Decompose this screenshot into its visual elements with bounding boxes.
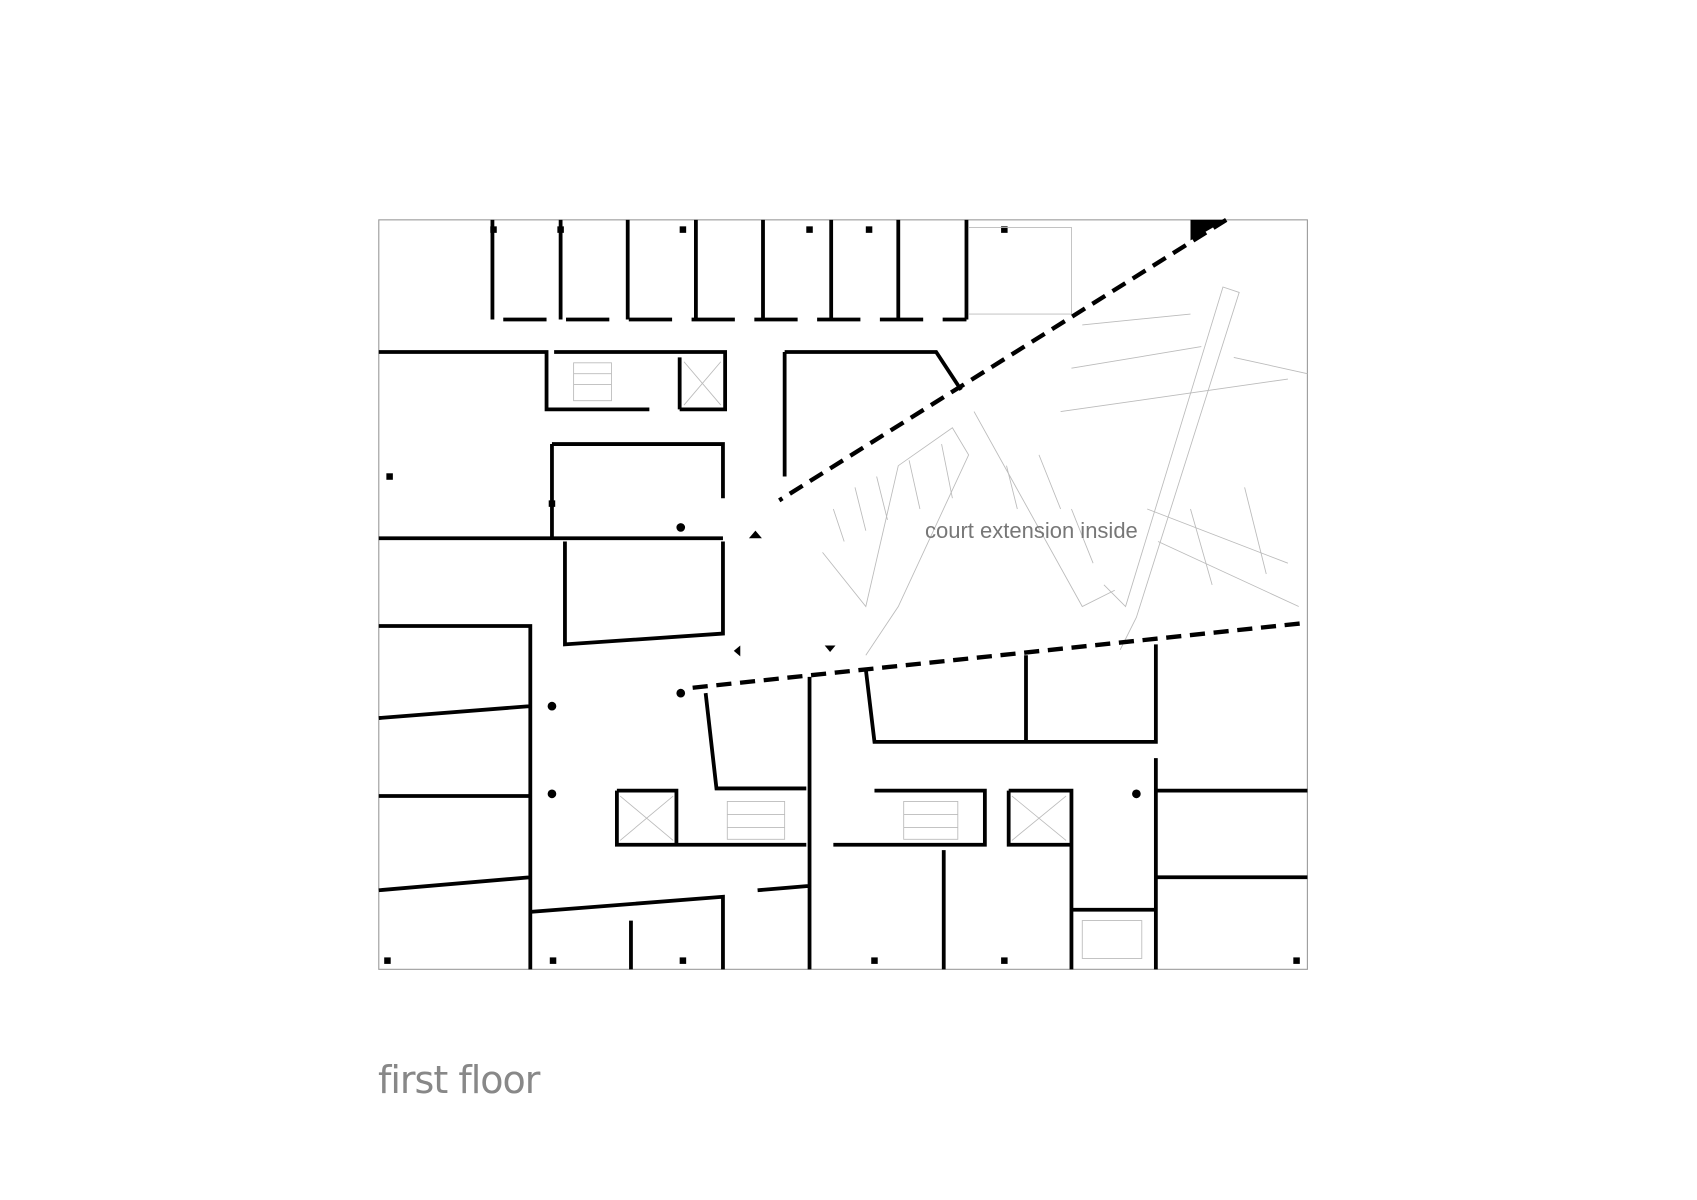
columns	[384, 226, 1300, 964]
walls	[378, 219, 1308, 970]
building-outline	[378, 219, 1308, 970]
court-extension-label: court extension inside	[925, 518, 1138, 543]
court-stairs	[822, 286, 1308, 656]
stair-and-lift-cores	[573, 227, 1143, 959]
plan-title: first floor	[378, 1058, 540, 1102]
north-diagonal-facade	[778, 218, 1228, 503]
south-diagonal-facade	[692, 620, 1308, 690]
